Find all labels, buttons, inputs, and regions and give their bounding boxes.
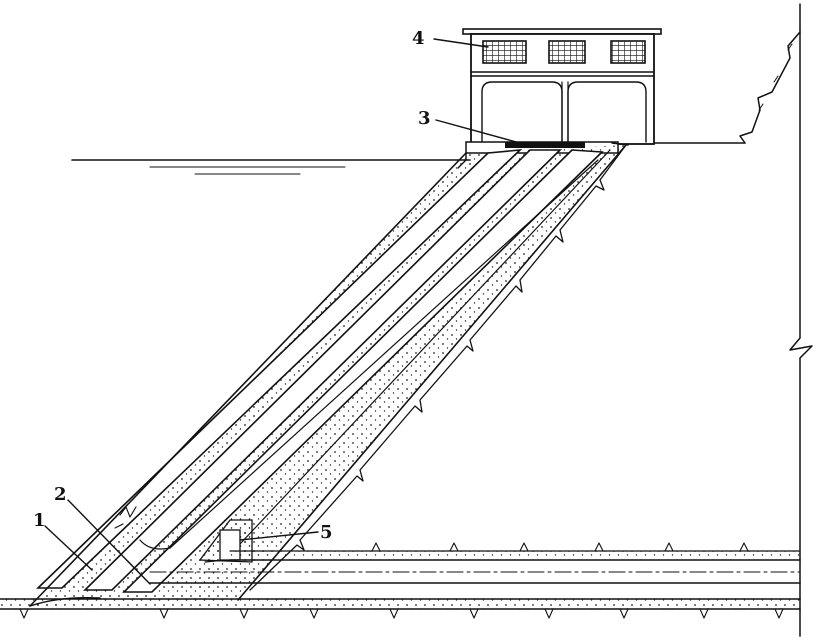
- label-3: 3: [418, 108, 431, 129]
- label-2: 2: [54, 484, 67, 505]
- inclined-shaft: [29, 144, 627, 607]
- label-5: 5: [320, 522, 333, 543]
- water-surface: [71, 159, 471, 175]
- label-1: 1: [33, 510, 46, 531]
- hoist-building: [462, 28, 662, 145]
- leader-lines: [44, 38, 521, 585]
- window-icon: [610, 40, 646, 64]
- horizontal-tunnel: [0, 542, 801, 619]
- window-icon: [482, 40, 527, 64]
- window-icon: [548, 40, 586, 64]
- right-section-edge: [789, 3, 813, 637]
- label-4: 4: [412, 28, 425, 49]
